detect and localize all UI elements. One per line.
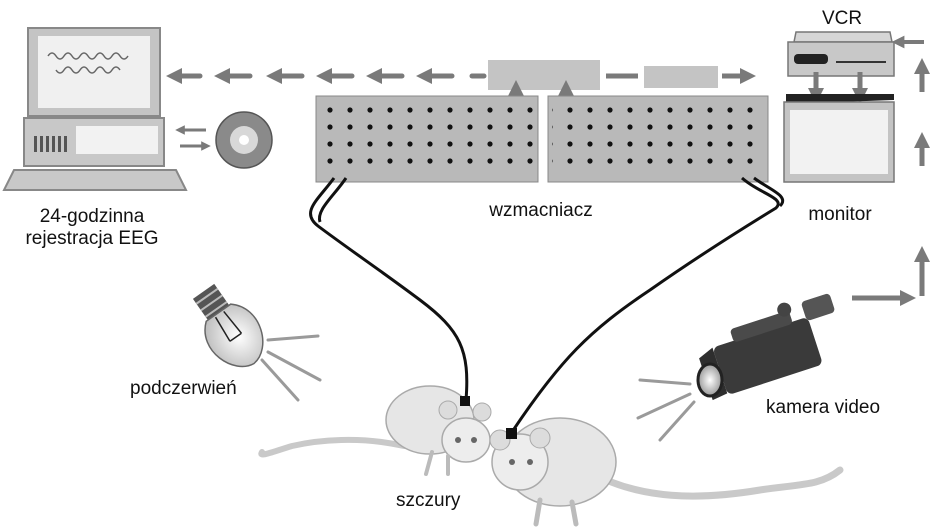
vcr-label: VCR xyxy=(822,8,862,30)
video-link-box xyxy=(644,66,718,88)
monitor-label: monitor xyxy=(808,204,871,226)
eeg-label-line2: rejestracja EEG xyxy=(25,228,158,250)
cd-disc-icon xyxy=(216,112,272,168)
eeg-label-line1: 24-godzinna xyxy=(25,206,158,228)
camera-label: kamera video xyxy=(766,397,880,419)
converter-box xyxy=(488,60,600,90)
amplifier-panel-left xyxy=(316,96,538,182)
infrared-label: podczerwień xyxy=(130,378,237,400)
amplifier-panel-right xyxy=(548,96,768,182)
eeg-recording-label: 24-godzinna rejestracja EEG xyxy=(25,206,158,250)
amplifier-label: wzmacniacz xyxy=(489,200,592,222)
computer-disc-arrows xyxy=(180,130,206,146)
computer-icon xyxy=(4,28,186,190)
monitor-icon xyxy=(784,94,894,182)
vcr-icon xyxy=(788,32,924,76)
rats-label: szczury xyxy=(396,490,460,512)
